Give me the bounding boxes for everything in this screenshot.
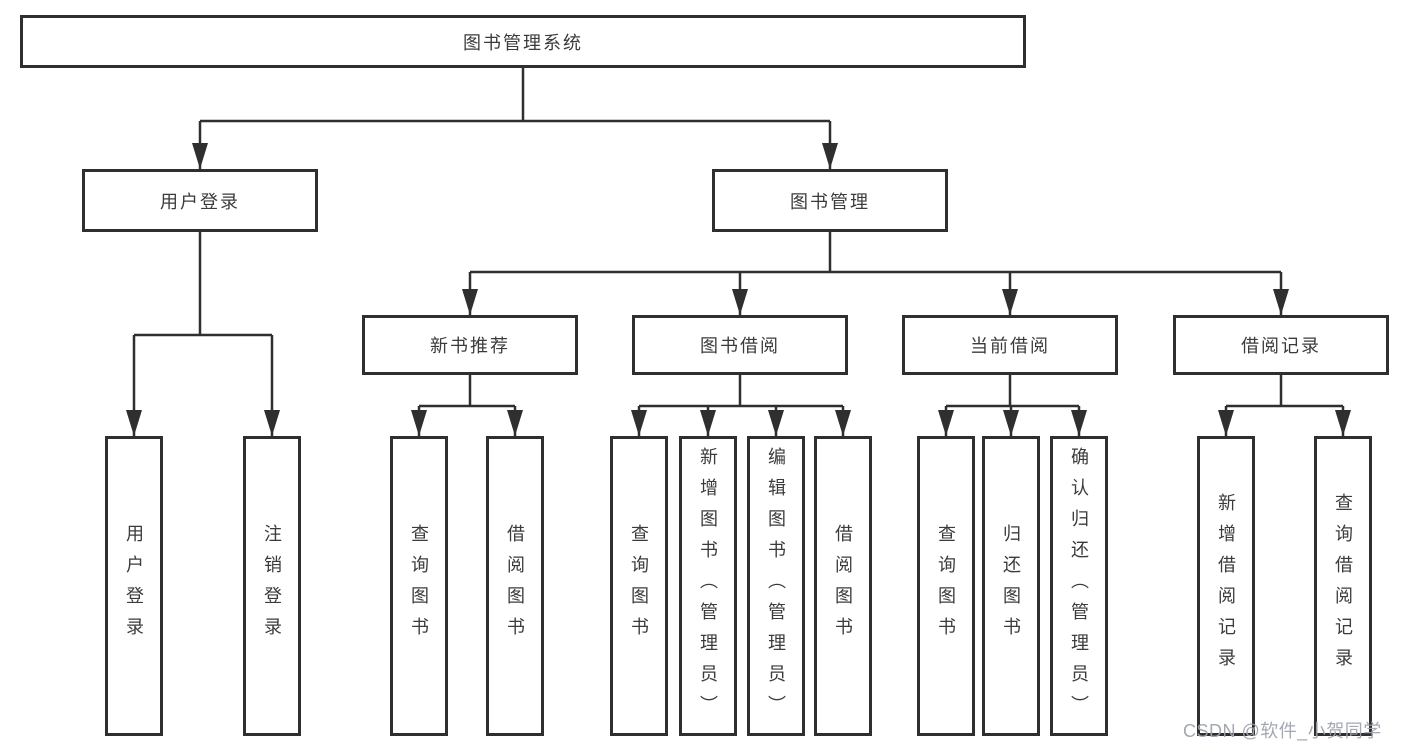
leaf-label: 编辑图书（管理员） — [766, 446, 786, 726]
node-library-management-system: 图书管理系统 — [20, 15, 1026, 68]
leaf-label: 查询图书 — [409, 524, 429, 648]
leaf-label: 注销登录 — [262, 524, 282, 648]
leaf-query-borrow-record: 查询借阅记录 — [1314, 436, 1372, 736]
leaf-edit-books-admin: 编辑图书（管理员） — [747, 436, 805, 736]
csdn-watermark: CSDN @软件_小贺同学 — [1183, 721, 1382, 741]
leaf-borrow-books-2: 借阅图书 — [814, 436, 872, 736]
node-label: 用户登录 — [160, 191, 240, 212]
node-label: 图书管理系统 — [463, 32, 583, 53]
leaf-query-books-3: 查询图书 — [917, 436, 975, 736]
leaf-return-books: 归还图书 — [982, 436, 1040, 736]
leaf-label: 借阅图书 — [505, 524, 525, 648]
leaf-borrow-books-1: 借阅图书 — [486, 436, 544, 736]
node-current-borrow: 当前借阅 — [902, 315, 1118, 375]
leaf-label: 查询借阅记录 — [1333, 493, 1353, 679]
leaf-label: 新增借阅记录 — [1216, 493, 1236, 679]
node-book-management: 图书管理 — [712, 169, 948, 232]
leaf-label: 用户登录 — [124, 524, 144, 648]
node-label: 图书借阅 — [700, 336, 780, 356]
leaf-label: 查询图书 — [629, 524, 649, 648]
leaf-label: 归还图书 — [1001, 524, 1021, 648]
leaf-label: 新增图书（管理员） — [698, 446, 718, 726]
leaf-add-books-admin: 新增图书（管理员） — [679, 436, 737, 736]
leaf-label: 确认归还（管理员） — [1069, 446, 1089, 726]
node-label: 图书管理 — [790, 191, 870, 212]
node-new-book-recommend: 新书推荐 — [362, 315, 578, 375]
node-book-borrow: 图书借阅 — [632, 315, 848, 375]
node-label: 当前借阅 — [970, 336, 1050, 356]
node-user-login: 用户登录 — [82, 169, 318, 232]
leaf-logout: 注销登录 — [243, 436, 301, 736]
leaf-query-books-2: 查询图书 — [610, 436, 668, 736]
node-label: 新书推荐 — [430, 336, 510, 356]
leaf-query-books-1: 查询图书 — [390, 436, 448, 736]
node-borrow-records: 借阅记录 — [1173, 315, 1389, 375]
leaf-user-login: 用户登录 — [105, 436, 163, 736]
leaf-label: 借阅图书 — [833, 524, 853, 648]
leaf-add-borrow-record: 新增借阅记录 — [1197, 436, 1255, 736]
leaf-confirm-return-admin: 确认归还（管理员） — [1050, 436, 1108, 736]
node-label: 借阅记录 — [1241, 336, 1321, 356]
leaf-label: 查询图书 — [936, 524, 956, 648]
